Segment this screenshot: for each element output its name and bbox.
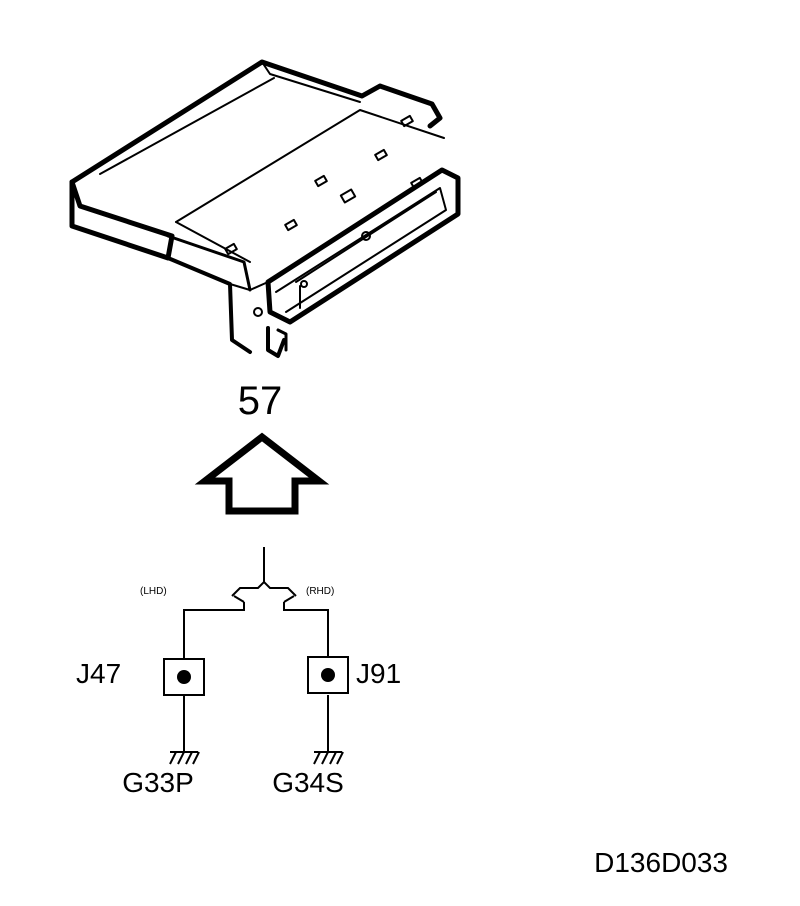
- up-arrow-icon: [194, 432, 330, 515]
- connector-j91: [307, 656, 349, 694]
- connector-pin-icon: [177, 670, 191, 684]
- component-number: 57: [238, 379, 283, 423]
- ground-g34s-label: G34S: [272, 767, 344, 798]
- module-57-illustration: [69, 59, 461, 358]
- variant-rhd-label: (RHD): [306, 586, 334, 597]
- wiring-lines: [183, 547, 329, 752]
- ground-g33p-icon: [169, 751, 200, 765]
- connector-j47: [163, 658, 205, 696]
- figure-reference: D136D033: [594, 847, 728, 878]
- connector-pin-icon: [321, 668, 335, 682]
- connector-j91-label: J91: [356, 658, 401, 689]
- ground-g33p-label: G33P: [122, 767, 194, 798]
- connector-j47-label: J47: [76, 658, 121, 689]
- variant-lhd-label: (LHD): [140, 586, 167, 597]
- ground-g34s-icon: [313, 751, 344, 765]
